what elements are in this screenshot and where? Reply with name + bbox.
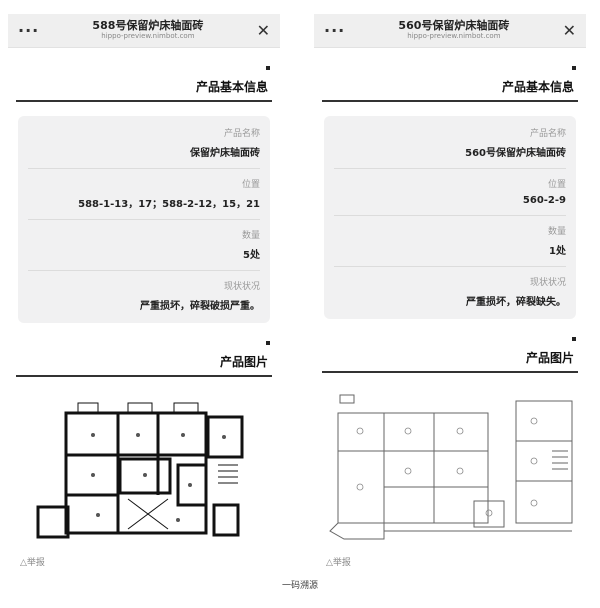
field-value: 5处: [243, 250, 260, 261]
more-icon[interactable]: ···: [18, 20, 40, 40]
section-title: 产品基本信息: [501, 80, 574, 94]
bullet-icon: [266, 341, 270, 345]
top-bar: ··· 560号保留炉床轴面砖 hippo-preview.nimbot.com…: [314, 14, 586, 48]
info-card: 产品名称 保留炉床轴面砖 位置 588-1-13，17；588-2-12，15，…: [18, 116, 270, 323]
field-label: 产品名称: [223, 129, 260, 139]
info-row-status: 现状状况 严重损坏，碎裂破损严重。: [28, 271, 260, 321]
divider: [16, 375, 272, 377]
section-header-basic-info: 产品基本信息: [16, 66, 272, 102]
divider: [322, 371, 578, 373]
bullet-icon: [572, 337, 576, 341]
field-value: 588-1-13，17；588-2-12，15，21: [78, 199, 260, 210]
title-block: 588号保留炉床轴面砖 hippo-preview.nimbot.com: [39, 20, 256, 42]
report-link[interactable]: △举报: [326, 558, 351, 568]
floor-plan-image[interactable]: [18, 395, 270, 545]
floor-plan-drawing: [329, 394, 573, 540]
field-label: 现状状况: [223, 282, 260, 292]
floor-plan-drawing: [36, 402, 244, 539]
section-title: 产品基本信息: [195, 80, 268, 94]
field-label: 数量: [241, 231, 260, 241]
title-block: 560号保留炉床轴面砖 hippo-preview.nimbot.com: [345, 20, 562, 42]
report-link[interactable]: △举报: [20, 558, 45, 568]
field-value: 560号保留炉床轴面砖: [465, 148, 566, 159]
field-value: 严重损坏，碎裂缺失。: [466, 297, 566, 308]
field-label: 位置: [547, 180, 566, 190]
info-row-position: 位置 588-1-13，17；588-2-12，15，21: [28, 169, 260, 220]
top-bar: ··· 588号保留炉床轴面砖 hippo-preview.nimbot.com…: [8, 14, 280, 48]
info-row-quantity: 数量 5处: [28, 220, 260, 271]
section-title: 产品图片: [525, 351, 574, 365]
field-value: 1处: [549, 246, 566, 257]
info-row-quantity: 数量 1处: [334, 216, 566, 267]
section-header-basic-info: 产品基本信息: [322, 66, 578, 102]
more-icon[interactable]: ···: [324, 20, 346, 40]
section-title: 产品图片: [219, 355, 268, 369]
close-icon[interactable]: ✕: [562, 21, 576, 40]
bullet-icon: [572, 66, 576, 70]
divider: [16, 100, 272, 102]
field-label: 产品名称: [529, 129, 566, 139]
page-url: hippo-preview.nimbot.com: [407, 31, 501, 40]
field-value: 严重损坏，碎裂破损严重。: [140, 301, 260, 312]
divider: [322, 100, 578, 102]
page-title: 588号保留炉床轴面砖: [92, 18, 204, 32]
field-value: 保留炉床轴面砖: [190, 148, 260, 159]
right-phone-panel: ··· 560号保留炉床轴面砖 hippo-preview.nimbot.com…: [314, 14, 586, 574]
floor-plan-image[interactable]: [324, 391, 576, 541]
left-phone-panel: ··· 588号保留炉床轴面砖 hippo-preview.nimbot.com…: [8, 14, 280, 574]
field-label: 数量: [547, 227, 566, 237]
info-row-name: 产品名称 保留炉床轴面砖: [28, 118, 260, 169]
info-row-name: 产品名称 560号保留炉床轴面砖: [334, 118, 566, 169]
field-label: 现状状况: [529, 278, 566, 288]
field-label: 位置: [241, 180, 260, 190]
close-icon[interactable]: ✕: [256, 21, 270, 40]
section-header-images: 产品图片: [322, 337, 578, 373]
section-header-images: 产品图片: [16, 341, 272, 377]
page-title: 560号保留炉床轴面砖: [398, 18, 510, 32]
info-row-position: 位置 560-2-9: [334, 169, 566, 216]
info-card: 产品名称 560号保留炉床轴面砖 位置 560-2-9 数量 1处 现状状况 严…: [324, 116, 576, 319]
caption: 一码溯源: [281, 581, 318, 591]
field-value: 560-2-9: [522, 195, 566, 206]
page-url: hippo-preview.nimbot.com: [101, 31, 195, 40]
bullet-icon: [266, 66, 270, 70]
info-row-status: 现状状况 严重损坏，碎裂缺失。: [334, 267, 566, 317]
